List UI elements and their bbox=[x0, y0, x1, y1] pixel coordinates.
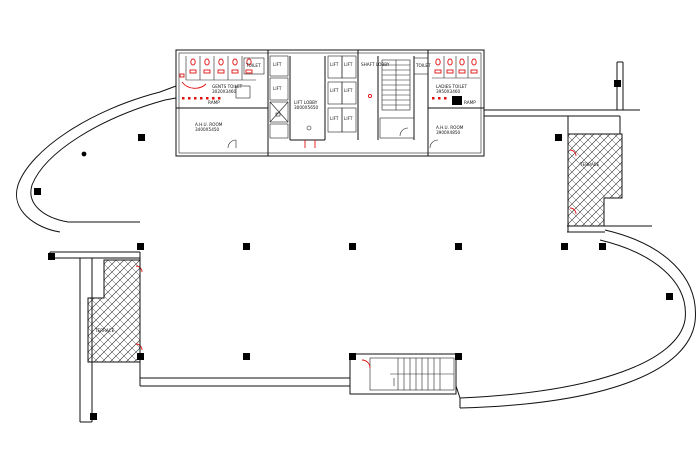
ahu-room-right-label: A.H.U. ROOM bbox=[436, 125, 464, 130]
column bbox=[349, 243, 356, 250]
ramp-right-label: RAMP bbox=[464, 100, 476, 105]
ahu-room-left-size: 3400X5450 bbox=[195, 127, 220, 132]
wc-fixture bbox=[190, 58, 196, 66]
wc-fixture bbox=[435, 58, 441, 66]
perimeter-walls bbox=[139, 116, 569, 399]
bottom-staircase bbox=[349, 353, 457, 395]
column bbox=[455, 353, 462, 360]
lift-label: LIFT bbox=[330, 62, 339, 67]
outer-shell bbox=[16, 61, 696, 423]
shaft-lobby-label: SHAFT LOBBY bbox=[361, 62, 390, 67]
toilet-right-label: TOILET bbox=[415, 63, 431, 68]
lift-label: LIFT bbox=[344, 116, 353, 121]
terrace-left: TERRACE bbox=[87, 259, 143, 363]
column bbox=[614, 80, 621, 87]
terrace-right: TERRACE bbox=[567, 133, 623, 227]
rainwater-pipe bbox=[81, 151, 87, 157]
ahu-room-right-size: 3900X4850 bbox=[436, 130, 461, 135]
column bbox=[561, 243, 568, 250]
lift-group-right: LIFT LIFT LIFT LIFT LIFT LIFT bbox=[327, 55, 357, 133]
lift-lobby-size: 3000X5650 bbox=[294, 105, 319, 110]
lift-group-left: LIFT LIFT bbox=[269, 55, 289, 139]
ladies-toilet-label: LADIES TOILET bbox=[436, 84, 467, 89]
core-staircase bbox=[379, 59, 415, 139]
terrace-right-label: TERRACE bbox=[579, 162, 600, 167]
lift-label: LIFT bbox=[273, 86, 282, 91]
column bbox=[243, 353, 250, 360]
column bbox=[137, 243, 144, 250]
column bbox=[48, 253, 55, 260]
wc-fixture bbox=[204, 58, 210, 66]
shaft-lobby: SHAFT LOBBY bbox=[361, 62, 390, 99]
lift-lobby: LIFT LOBBY 3000X5650 bbox=[294, 100, 319, 148]
lift-label: LIFT bbox=[330, 116, 339, 121]
lift-label: LIFT bbox=[330, 88, 339, 93]
wc-fixture bbox=[447, 58, 453, 66]
ramp-left-label: RAMP bbox=[208, 100, 220, 105]
column bbox=[599, 243, 606, 250]
toilet-left-label: TOILET bbox=[245, 63, 261, 68]
wc-fixture bbox=[246, 58, 252, 66]
column bbox=[138, 134, 145, 141]
column bbox=[90, 413, 97, 420]
column bbox=[349, 353, 356, 360]
gents-toilet-label: GENTS TOILET bbox=[212, 84, 243, 89]
lift-label: LIFT bbox=[273, 62, 282, 67]
ahu-room-right: A.H.U. ROOM 3900X4850 bbox=[429, 125, 464, 149]
service-core bbox=[175, 49, 485, 157]
gents-toilet-room: GENTS TOILET 3020X3460 RAMP TOILET bbox=[179, 56, 265, 105]
ladies-toilet-room: TOILET LADIES TOILET 3950X3460 RAMP bbox=[413, 56, 480, 105]
column bbox=[137, 353, 144, 360]
wc-fixture bbox=[471, 58, 477, 66]
lift-label: LIFT bbox=[344, 62, 353, 67]
column bbox=[666, 293, 673, 300]
column bbox=[455, 243, 462, 250]
wc-fixture bbox=[232, 58, 238, 66]
ahu-room-left-label: A.H.U. ROOM bbox=[195, 122, 223, 127]
ahu-room-left: A.H.U. ROOM 3400X5450 bbox=[195, 122, 237, 149]
wc-fixture bbox=[459, 58, 465, 66]
column bbox=[555, 134, 562, 141]
ladies-toilet-size: 3950X3460 bbox=[436, 89, 461, 94]
structural-columns bbox=[34, 80, 673, 420]
gents-toilet-size: 3020X3460 bbox=[212, 89, 237, 94]
wc-fixture bbox=[218, 58, 224, 66]
lift-label: LIFT bbox=[344, 88, 353, 93]
terrace-left-label: TERRACE bbox=[94, 328, 115, 333]
column bbox=[34, 188, 41, 195]
column bbox=[243, 243, 250, 250]
lift-lobby-label: LIFT LOBBY bbox=[294, 100, 318, 105]
